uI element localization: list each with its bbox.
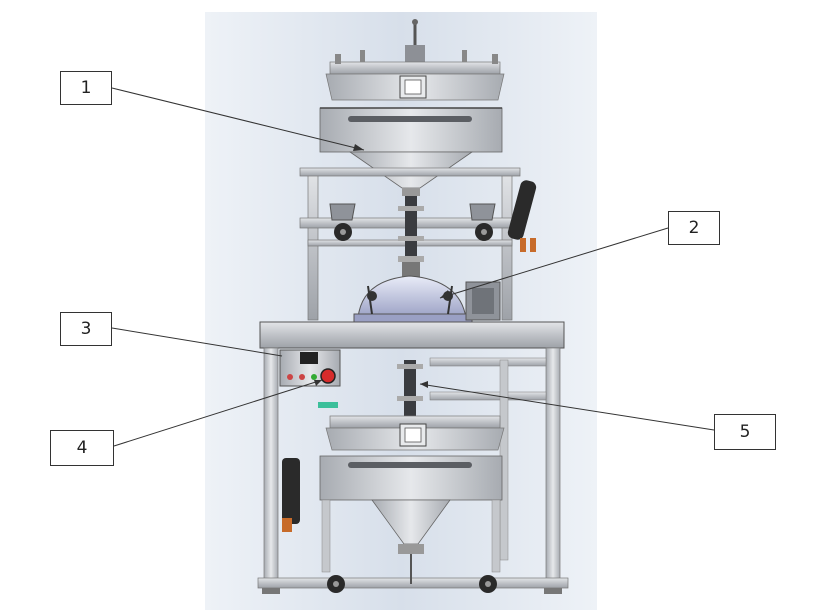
side-coil: [282, 458, 300, 532]
top-hopper: [319, 19, 505, 196]
callout-5: 5: [714, 414, 776, 450]
callout-4: 4: [50, 430, 114, 466]
control-panel: [279, 349, 341, 408]
leader-lines: [111, 87, 715, 447]
leader-arrowheads: [314, 144, 450, 388]
leader-2: [439, 227, 669, 299]
leader-3: [111, 327, 283, 357]
callout-5-label: 5: [739, 422, 751, 442]
top-coil: [507, 180, 537, 252]
transfer-column: [398, 196, 424, 278]
leader-4: [113, 379, 323, 447]
bottom-hopper: [319, 415, 505, 593]
top-wheels: [329, 203, 496, 241]
callout-3-label: 3: [80, 319, 92, 339]
leader-5: [419, 383, 715, 431]
callout-2: 2: [668, 211, 720, 245]
callout-2-label: 2: [688, 218, 700, 238]
leader-1: [111, 87, 365, 151]
lower-column: [397, 360, 423, 416]
callout-3: 3: [60, 312, 112, 346]
work-table: [257, 321, 569, 594]
callout-4-label: 4: [76, 438, 88, 458]
callout-1: 1: [60, 71, 112, 105]
callout-1-label: 1: [80, 78, 92, 98]
